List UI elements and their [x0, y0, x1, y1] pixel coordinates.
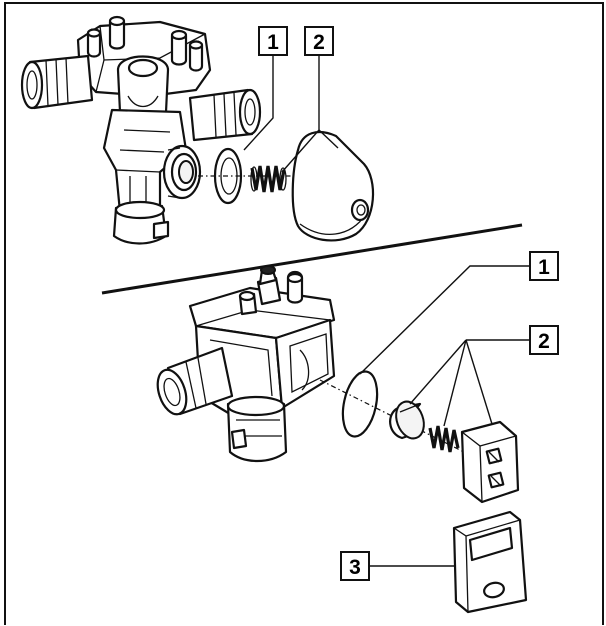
top-callout-1-label: 1: [267, 31, 279, 54]
top-valve-assembly: 1 2: [20, 15, 375, 245]
bottom-callout-3-label: 3: [349, 556, 361, 579]
bottom-callout-1: 1: [359, 251, 559, 375]
bottom-part-2-spring: [428, 425, 460, 453]
top-part-2-spring: [250, 165, 287, 193]
bottom-part-2-cap: [460, 420, 520, 504]
bottom-callout-2-label: 2: [538, 330, 550, 353]
bottom-callout-1-label: 1: [538, 256, 550, 279]
bottom-part-2-ring: [389, 400, 425, 440]
bottom-part-1-disc: [341, 370, 379, 438]
top-callout-2: 2: [281, 26, 339, 173]
top-callout-2-label: 2: [313, 31, 325, 54]
section-divider: [101, 223, 523, 295]
top-part-2-cap: [291, 131, 375, 242]
top-valve-body: [20, 15, 262, 245]
bottom-valve-body: [156, 265, 336, 462]
top-callout-1: 1: [243, 26, 288, 151]
bottom-callout-3: 3: [340, 551, 456, 581]
bottom-callout-2: 2: [409, 325, 559, 427]
bottom-part-3-bracket: [452, 510, 528, 614]
bottom-valve-assembly: 1 2 3: [156, 251, 559, 614]
frame-border: [4, 2, 604, 625]
